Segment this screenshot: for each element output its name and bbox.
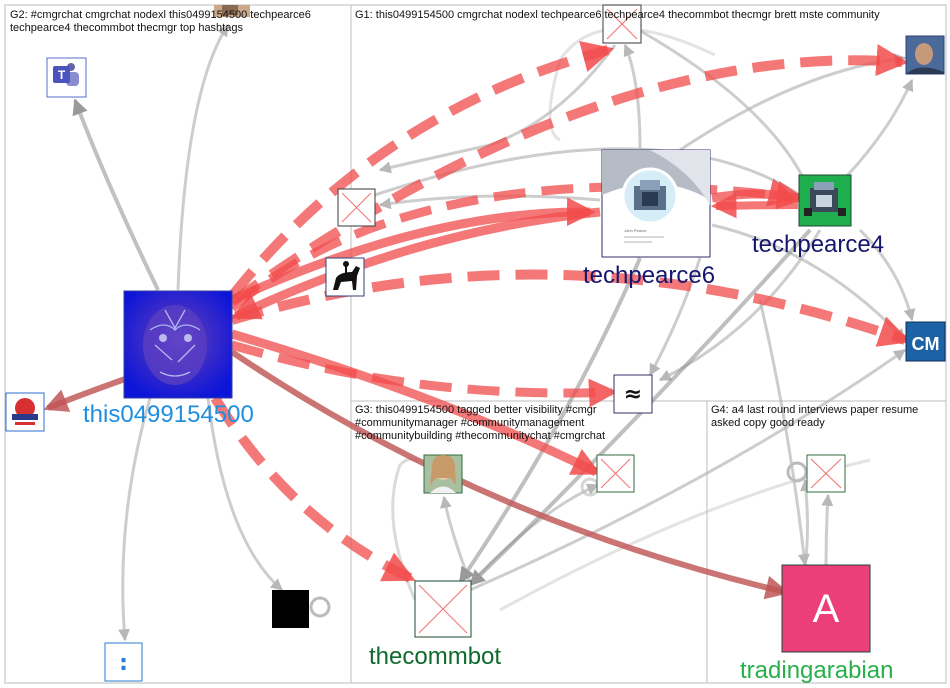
edge bbox=[228, 41, 615, 300]
broken-image-node[interactable] bbox=[337, 188, 376, 227]
edge bbox=[230, 269, 912, 347]
label-this0499154500: this0499154500 bbox=[83, 401, 254, 428]
this0499154500-avatar[interactable] bbox=[123, 290, 233, 399]
tradingarabian-avatar[interactable]: A bbox=[781, 564, 871, 653]
horse-rider-icon[interactable] bbox=[325, 257, 365, 297]
group-label-g4: G4: a4 last round interviews paper resum… bbox=[711, 404, 919, 429]
edge bbox=[858, 228, 916, 322]
edge bbox=[176, 23, 230, 291]
group-label-g3: G3: this0499154500 tagged better visibil… bbox=[355, 404, 606, 442]
brown-edges bbox=[43, 349, 790, 600]
broken-image-node[interactable] bbox=[806, 454, 846, 493]
edge bbox=[230, 340, 618, 408]
dashed-edges bbox=[210, 41, 912, 583]
woman-photo-node[interactable] bbox=[423, 454, 463, 494]
approx-symbol-node[interactable]: ≈ bbox=[613, 374, 653, 414]
edge bbox=[230, 349, 790, 600]
black-square-node[interactable] bbox=[272, 590, 309, 628]
edge bbox=[230, 207, 601, 321]
dark-edges bbox=[458, 228, 812, 587]
group-label-g2: G2: #cmgrchat cmgrchat nodexl this049915… bbox=[10, 9, 311, 34]
svg-text:T: T bbox=[58, 68, 66, 82]
edge bbox=[230, 197, 596, 305]
self-loop bbox=[309, 596, 331, 618]
edge bbox=[648, 257, 702, 377]
edge bbox=[623, 43, 642, 149]
label-techpearce4: techpearce4 bbox=[752, 231, 884, 258]
edge bbox=[821, 493, 834, 566]
thecommbot-avatar[interactable] bbox=[414, 580, 472, 638]
broken-image-node[interactable] bbox=[602, 4, 642, 44]
edge bbox=[230, 329, 602, 477]
edge bbox=[229, 44, 909, 307]
edge bbox=[72, 98, 160, 291]
label-techpearce6: techpearce6 bbox=[583, 262, 715, 289]
red-edges bbox=[230, 178, 799, 477]
label-tradingarabian: tradingarabian bbox=[740, 657, 893, 684]
svg-text:A: A bbox=[813, 587, 840, 631]
edge bbox=[458, 257, 642, 584]
label-thecommbot: thecommbot bbox=[369, 643, 501, 670]
edge bbox=[206, 397, 283, 592]
edge bbox=[440, 495, 472, 583]
edge bbox=[118, 397, 152, 642]
group-label-g1: G1: this0499154500 cmgrchat nodexl techp… bbox=[355, 9, 880, 21]
techpearce4-avatar[interactable] bbox=[798, 174, 852, 227]
edge bbox=[800, 478, 813, 566]
edge bbox=[843, 78, 914, 180]
edge bbox=[469, 348, 906, 592]
self-loop bbox=[786, 461, 808, 483]
edge bbox=[378, 194, 601, 210]
community-logo-node[interactable] bbox=[5, 392, 45, 432]
broken-image-node[interactable] bbox=[596, 454, 635, 493]
edge bbox=[710, 192, 799, 219]
svg-text:John Pearce: John Pearce bbox=[624, 228, 647, 233]
edge bbox=[758, 299, 810, 567]
techpearce6-avatar[interactable]: John Pearce bbox=[601, 149, 711, 258]
edge bbox=[468, 228, 812, 587]
svg-text:CM: CM bbox=[912, 334, 940, 354]
photo-node-top[interactable] bbox=[214, 5, 250, 17]
cm-logo-node[interactable]: CM bbox=[905, 321, 946, 362]
person-photo-node[interactable] bbox=[905, 35, 945, 75]
dots-node[interactable]: : bbox=[104, 642, 143, 682]
svg-text::: : bbox=[119, 651, 128, 676]
teams-icon[interactable]: T bbox=[46, 57, 87, 98]
edge bbox=[43, 375, 130, 412]
svg-text:≈: ≈ bbox=[624, 382, 642, 407]
